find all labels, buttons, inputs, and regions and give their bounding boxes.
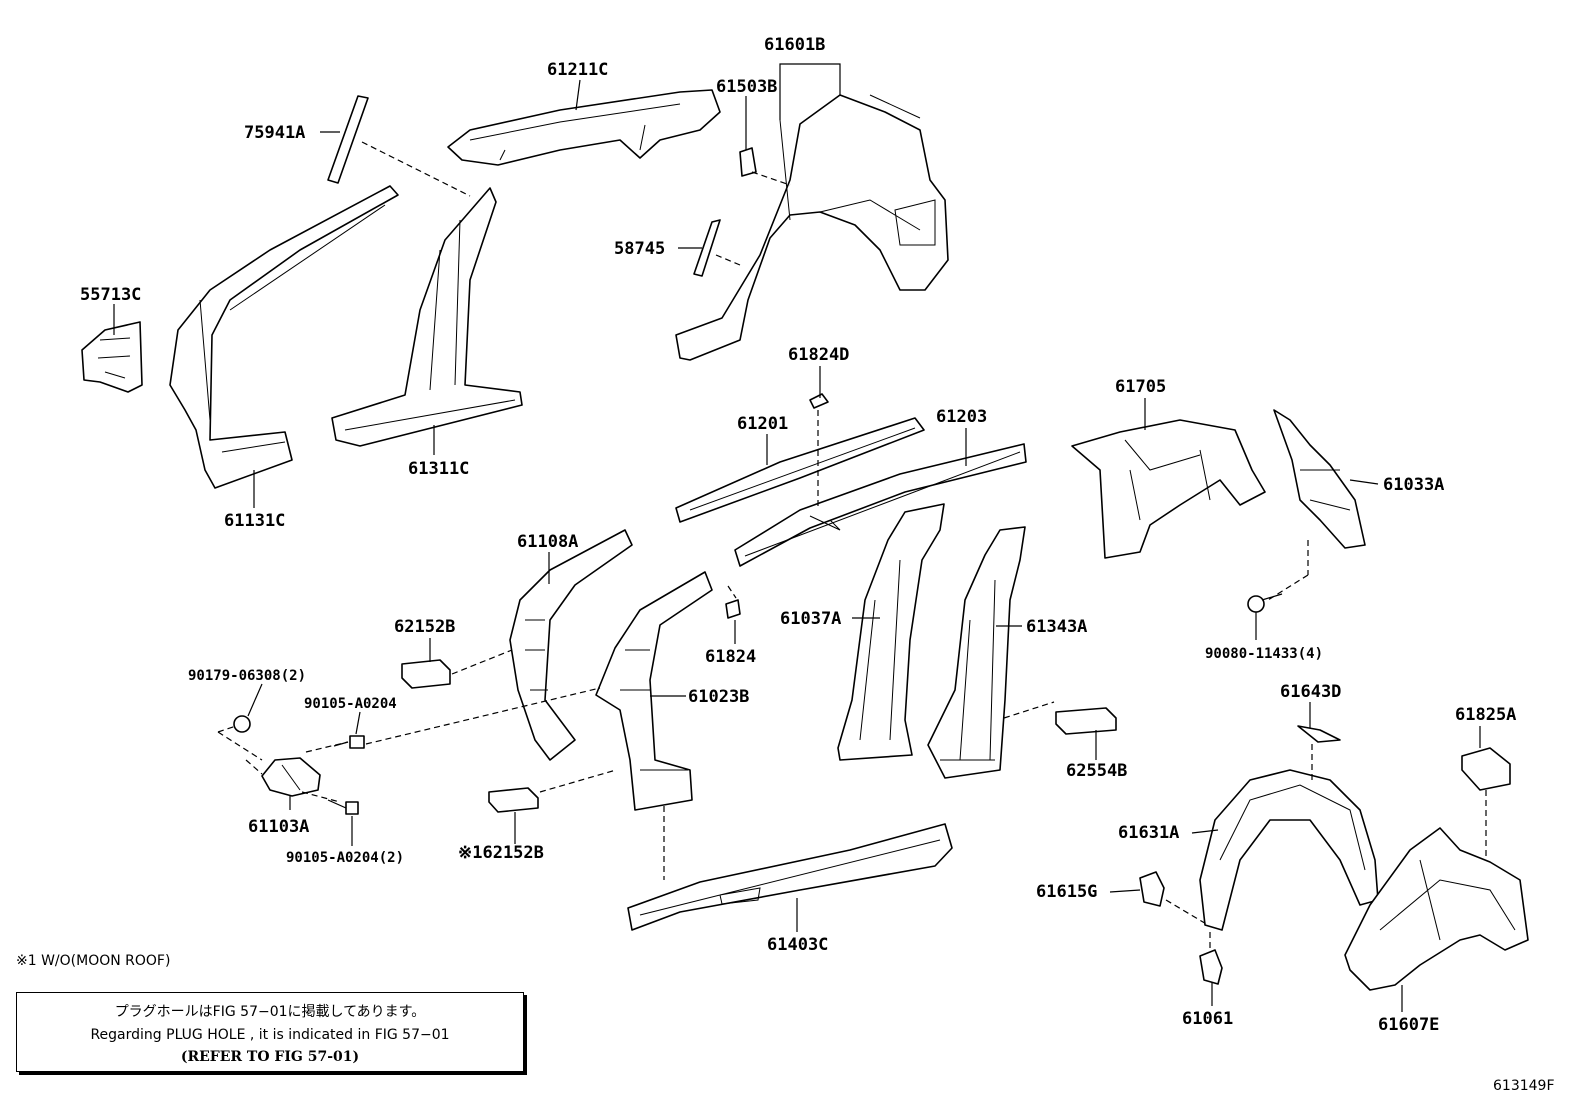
label-61033a: 61033A <box>1383 475 1444 495</box>
label-61203: 61203 <box>936 407 987 427</box>
part-61824d <box>809 393 829 409</box>
part-62152b <box>401 659 451 689</box>
part-61108a <box>509 529 633 761</box>
label-61824d: 61824D <box>788 345 849 365</box>
part-61825a <box>1461 747 1511 791</box>
label-90080-11433: 90080-11433(4) <box>1205 646 1323 662</box>
part-62554b <box>1055 707 1117 735</box>
part-61824 <box>725 599 741 619</box>
label-61103a: 61103A <box>248 817 309 837</box>
part-61343a <box>927 526 1026 779</box>
label-61825a: 61825A <box>1455 705 1516 725</box>
part-61103a <box>261 757 321 797</box>
label-61615g: 61615G <box>1036 882 1097 902</box>
part-75941a <box>327 95 369 184</box>
label-61061: 61061 <box>1182 1009 1233 1029</box>
label-90105-a0204: 90105-A0204 <box>304 696 397 712</box>
notice-line-japanese: プラグホールはFIG 57−01に掲載してあります。 <box>114 1004 426 1020</box>
leader-lines <box>113 63 1481 1012</box>
part-90105-a0204 <box>333 735 365 749</box>
part-90105-a0204-2 <box>327 799 359 815</box>
label-61705: 61705 <box>1115 377 1166 397</box>
label-61131c: 61131C <box>224 511 285 531</box>
label-61211c: 61211C <box>547 60 608 80</box>
part-62152b-w-o-moonroof <box>488 787 539 813</box>
label-61643d: 61643D <box>1280 682 1341 702</box>
label-61824: 61824 <box>705 647 756 667</box>
label-61037a: 61037A <box>780 609 841 629</box>
label-61023b: 61023B <box>688 687 749 707</box>
part-61631a <box>1199 769 1379 931</box>
plug-hole-notice: プラグホールはFIG 57−01に掲載してあります。 Regarding PLU… <box>16 992 524 1072</box>
label-61503b: 61503B <box>716 77 777 97</box>
part-61203 <box>734 443 1027 567</box>
part-61061 <box>1199 949 1223 985</box>
part-61643d <box>1297 725 1341 743</box>
alignment-lines <box>217 141 1487 952</box>
part-61037a <box>837 503 945 761</box>
label-90105-a0204-2: 90105-A0204(2) <box>286 850 404 866</box>
part-61705 <box>1071 419 1266 559</box>
label-61108a: 61108A <box>517 532 578 552</box>
label-61311c: 61311C <box>408 459 469 479</box>
label-62152b: 62152B <box>394 617 455 637</box>
footnote-moonroof: ※1 W/O(MOON ROOF) <box>16 953 170 969</box>
label-61607e: 61607E <box>1378 1015 1439 1035</box>
label-61631a: 61631A <box>1118 823 1179 843</box>
part-61311c <box>331 187 523 447</box>
notice-line-refer: (REFER TO FIG 57-01) <box>180 1049 360 1065</box>
part-61131c <box>169 185 399 489</box>
part-61201 <box>675 417 925 523</box>
label-61201: 61201 <box>737 414 788 434</box>
label-90179-06308: 90179-06308(2) <box>188 668 306 684</box>
part-61033a <box>1273 409 1366 549</box>
part-61601b <box>675 94 949 361</box>
label-62152b-note1: ※162152B <box>458 843 544 863</box>
part-labels: 61601B 61211C 61503B 75941A 58745 55713C… <box>80 35 1516 1035</box>
part-61615g <box>1139 871 1165 907</box>
part-90179-06308 <box>233 715 251 733</box>
part-58745 <box>693 219 721 277</box>
label-75941a: 75941A <box>244 123 305 143</box>
label-61601b: 61601B <box>764 35 825 55</box>
label-58745: 58745 <box>614 239 665 259</box>
part-61607e <box>1344 827 1529 991</box>
part-55713c <box>81 321 143 393</box>
part-90080-11433 <box>1247 593 1283 613</box>
part-61403c <box>627 823 953 931</box>
part-61211c <box>447 89 721 166</box>
part-61503b <box>739 147 757 177</box>
label-55713c: 55713C <box>80 285 141 305</box>
notice-line-english: Regarding PLUG HOLE , it is indicated in… <box>90 1027 450 1043</box>
label-61343a: 61343A <box>1026 617 1087 637</box>
figure-id: 613149F <box>1493 1078 1555 1094</box>
label-61403c: 61403C <box>767 935 828 955</box>
part-61023b <box>595 571 713 811</box>
label-62554b: 62554B <box>1066 761 1127 781</box>
